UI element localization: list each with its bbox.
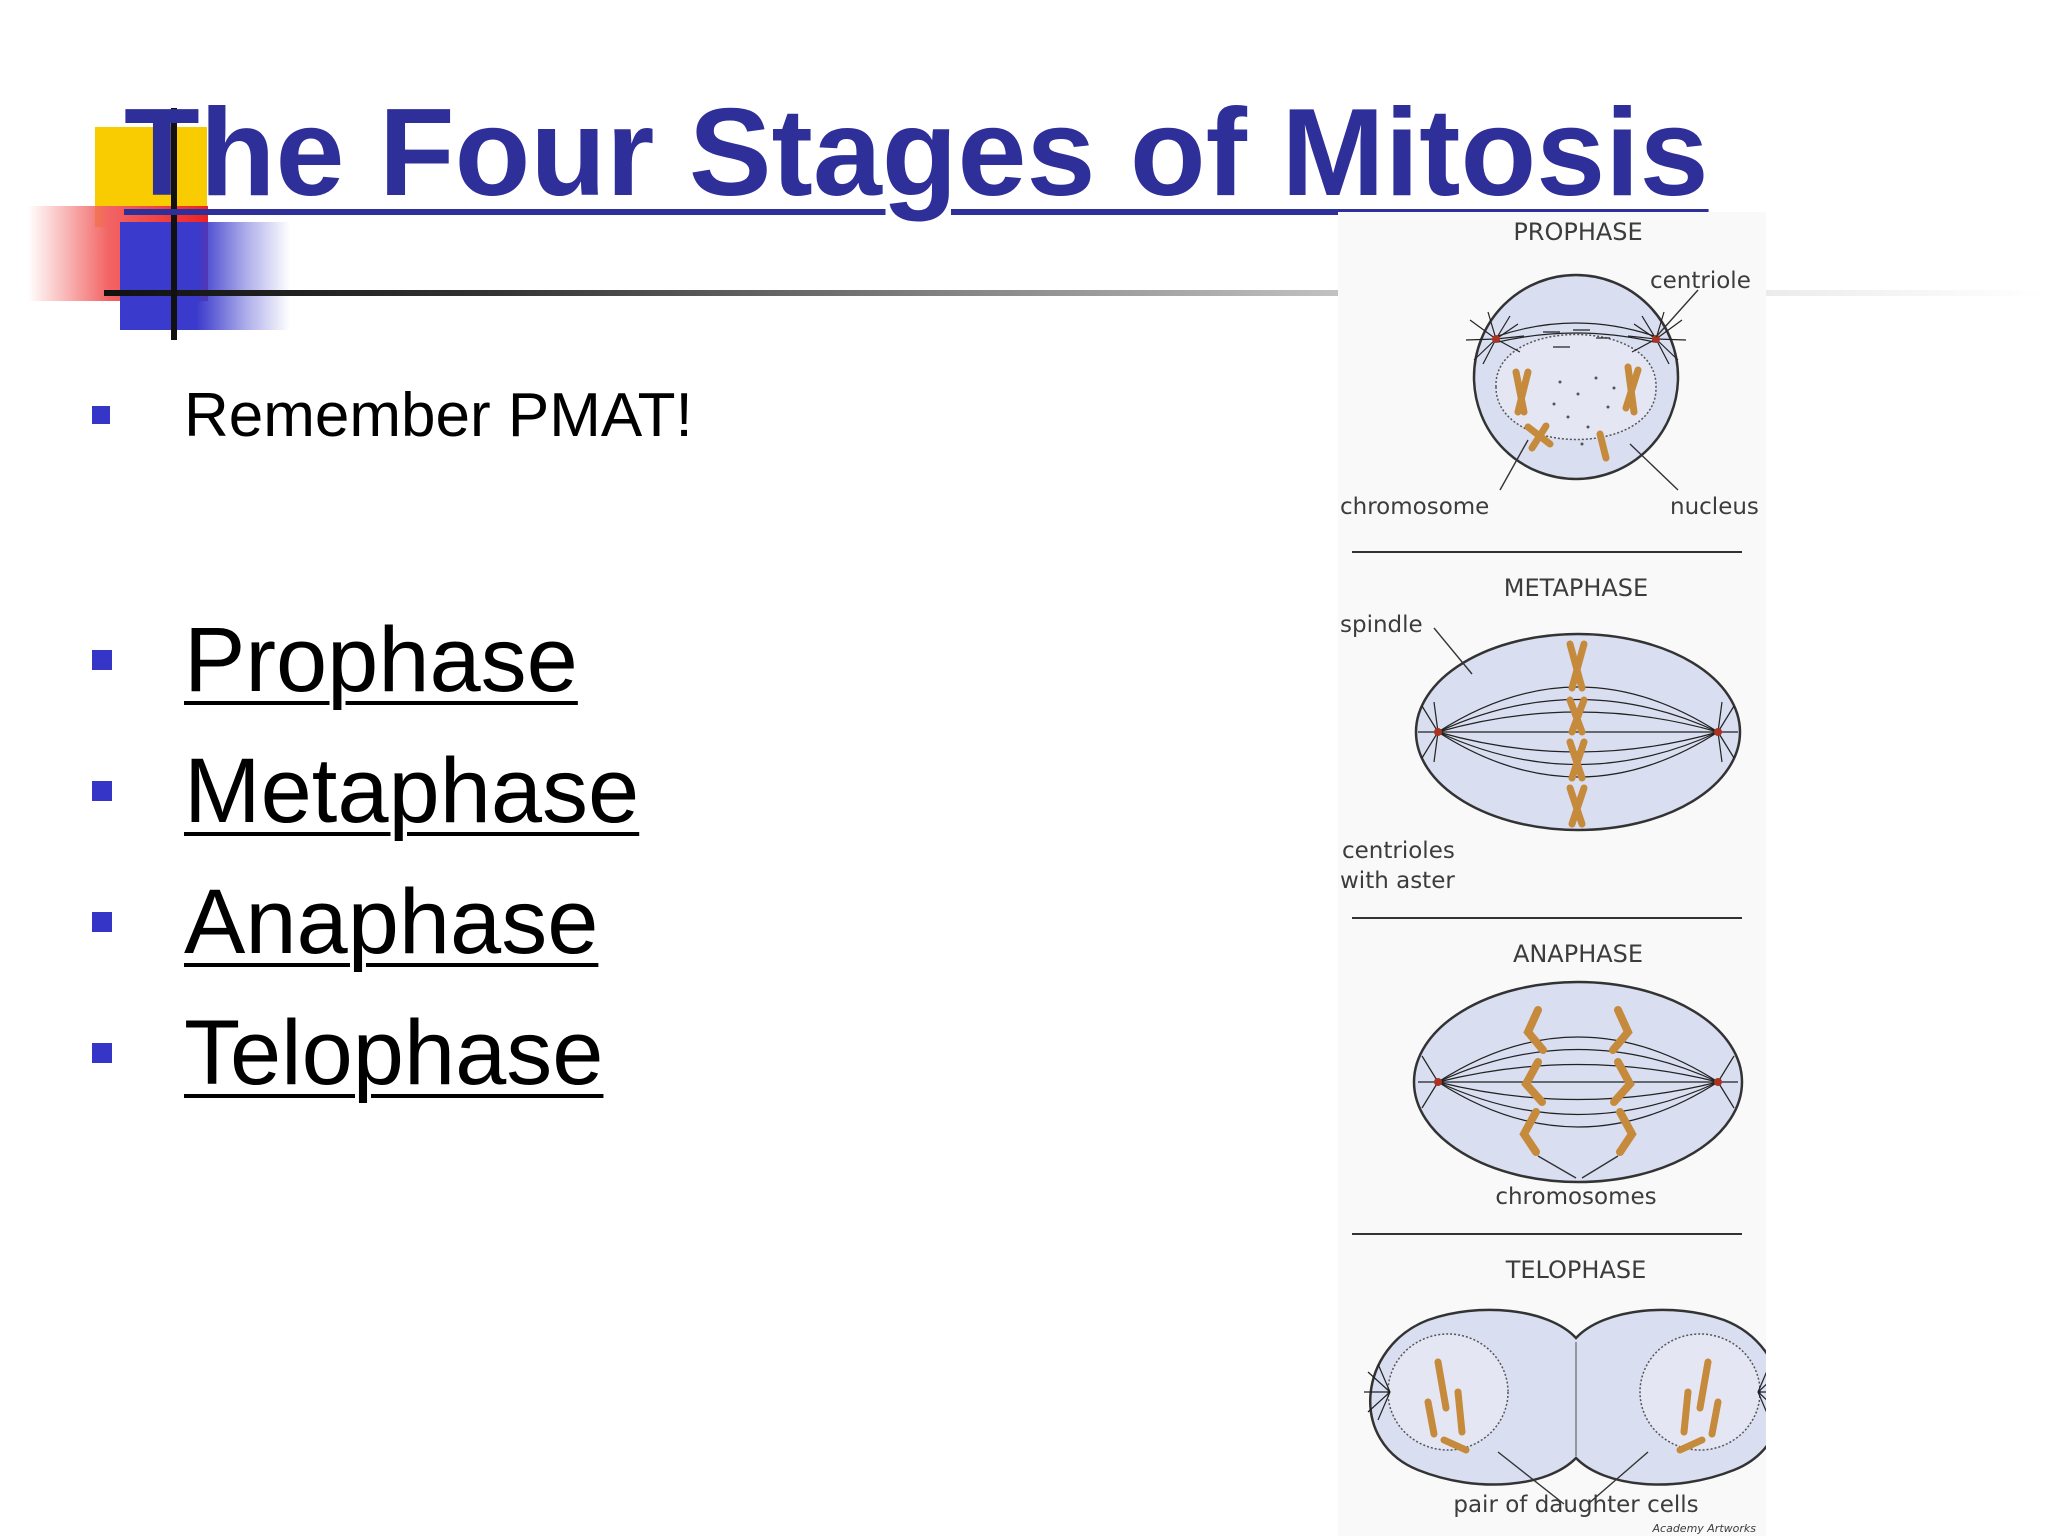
slide-title: The Four Stages of Mitosis	[124, 84, 1709, 222]
stage-link-prophase[interactable]: Prophase	[184, 608, 578, 711]
label-chromosome: chromosome	[1340, 494, 1489, 520]
decor-horizontal-rule	[104, 290, 2044, 296]
stage-link-telophase[interactable]: Telophase	[184, 1001, 604, 1104]
square-bullet-icon	[92, 781, 112, 801]
label-centriole: centriole	[1650, 268, 1751, 294]
square-bullet-icon	[92, 1043, 112, 1063]
prophase-heading: PROPHASE	[1513, 218, 1642, 246]
bullet-text: Remember PMAT!	[184, 380, 693, 450]
label-nucleus: nucleus	[1670, 494, 1759, 520]
mitosis-diagram: PROPHASE	[1338, 212, 1766, 1536]
anaphase-cell	[1412, 980, 1744, 1184]
telophase-cells	[1364, 1308, 1766, 1505]
metaphase-heading: METAPHASE	[1504, 574, 1648, 602]
bullet-remember: Remember PMAT!	[92, 375, 693, 455]
prophase-cell	[1465, 273, 1699, 491]
stage-item-telophase[interactable]: Telophase	[92, 998, 603, 1108]
label-with-aster: with aster	[1340, 868, 1455, 894]
square-bullet-icon	[92, 912, 112, 932]
decor-blue-square	[120, 222, 290, 330]
stage-item-prophase[interactable]: Prophase	[92, 605, 578, 715]
telophase-heading: TELOPHASE	[1505, 1256, 1647, 1284]
stage-link-metaphase[interactable]: Metaphase	[184, 739, 640, 842]
metaphase-cell	[1414, 627, 1742, 832]
stage-item-anaphase[interactable]: Anaphase	[92, 867, 598, 977]
square-bullet-icon	[92, 650, 112, 670]
label-spindle: spindle	[1340, 612, 1423, 638]
stage-link-anaphase[interactable]: Anaphase	[184, 870, 599, 973]
stage-item-metaphase[interactable]: Metaphase	[92, 736, 639, 846]
square-bullet-icon	[92, 406, 110, 424]
label-centrioles: centrioles	[1342, 838, 1455, 864]
label-chromosomes: chromosomes	[1495, 1184, 1656, 1210]
label-daughter-cells: pair of daughter cells	[1453, 1492, 1698, 1518]
anaphase-heading: ANAPHASE	[1513, 940, 1643, 968]
decor-vertical-rule	[171, 108, 177, 340]
label-credit: Academy Artworks	[1652, 1522, 1757, 1535]
